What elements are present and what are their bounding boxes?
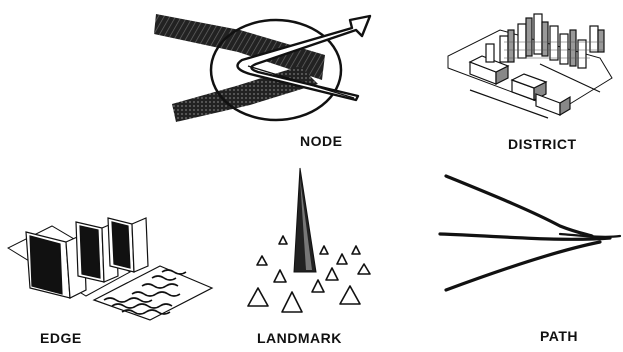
district-tower: [508, 30, 514, 62]
landmark-triangle: [279, 236, 287, 244]
district-tower: [590, 26, 598, 52]
path-illustration: [440, 176, 620, 290]
landmark-illustration: [248, 168, 370, 312]
district-label: DISTRICT: [508, 136, 577, 152]
landmark-triangle: [312, 280, 324, 292]
district-block: [536, 94, 560, 115]
landmark-label: LANDMARK: [257, 330, 342, 346]
district-tower: [578, 40, 586, 68]
edge-label: EDGE: [40, 330, 82, 346]
path-label: PATH: [540, 328, 578, 344]
node-illustration: [154, 14, 370, 122]
path-line-upper: [446, 176, 592, 236]
district-tower: [570, 30, 576, 66]
district-block: [560, 97, 570, 115]
district-tower: [598, 30, 604, 52]
landmark-triangle: [352, 246, 360, 254]
district-tower: [542, 22, 548, 56]
district-tower: [560, 34, 568, 64]
landmark-triangle: [358, 264, 370, 274]
landmark-triangle: [282, 292, 302, 312]
district-illustration: [448, 14, 612, 118]
edge-illustration: [8, 218, 212, 320]
path-line-lower: [446, 242, 600, 290]
landmark-triangle: [257, 256, 267, 265]
landmark-triangle: [337, 254, 347, 264]
landmark-triangle: [326, 268, 338, 280]
edge-building-shade: [80, 226, 100, 278]
district-tower: [550, 26, 558, 60]
landmark-triangle: [340, 286, 360, 304]
landmark-triangle: [274, 270, 286, 282]
landmark-triangle: [248, 288, 268, 306]
district-tower: [518, 24, 526, 58]
district-tower: [486, 44, 494, 62]
node-label: NODE: [300, 133, 342, 149]
edge-building-shade: [30, 236, 62, 294]
landmark-triangle: [320, 246, 328, 254]
edge-building: [132, 218, 148, 272]
district-street: [540, 64, 600, 92]
district-tower: [534, 14, 542, 54]
edge-building-shade: [112, 222, 130, 268]
